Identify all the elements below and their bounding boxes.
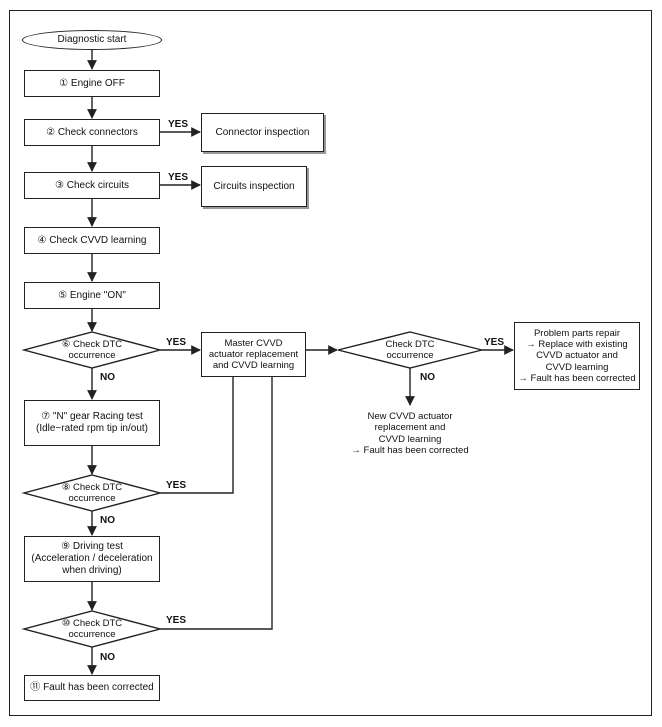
diagnostic-start-node: Diagnostic start [22, 30, 162, 50]
no-label-dtc-right: NO [420, 372, 435, 383]
yes-label-circuits: YES [168, 172, 189, 183]
connector-inspection-box: Connector inspection [201, 113, 324, 152]
check-connectors-step: ② Check connectors [24, 119, 160, 146]
new-actuator-replacement-text: New CVVD actuator replacement and CVVD l… [351, 411, 469, 457]
yes-label-dtc6: YES [166, 337, 187, 348]
yes-label-dtc10: YES [166, 615, 187, 626]
master-cvvd-replacement-box: Master CVVD actuator replacement and CVV… [201, 332, 306, 377]
no-label-dtc10: NO [100, 652, 115, 663]
problem-parts-repair-box: Problem parts repair → Replace with exis… [514, 322, 640, 390]
no-label-dtc8: NO [100, 515, 115, 526]
engine-off-step: ① Engine OFF [24, 70, 160, 97]
check-cvvd-learning-step: ④ Check CVVD learning [24, 227, 160, 254]
driving-test-step: ⑨ Driving test (Acceleration / decelerat… [24, 536, 160, 582]
fault-corrected-step: ⑪ Fault has been corrected [24, 675, 160, 701]
yes-label-dtc-right: YES [484, 337, 505, 348]
engine-on-step: ⑤ Engine "ON" [24, 282, 160, 309]
yes-label-connectors: YES [168, 119, 189, 130]
circuits-inspection-box: Circuits inspection [201, 166, 307, 207]
dtc-right-label: Check DTC occurrence [385, 338, 435, 361]
check-circuits-step: ③ Check circuits [24, 172, 160, 199]
yes-label-dtc8: YES [166, 480, 187, 491]
dtc6-label: ⑥ Check DTC occurrence [61, 338, 123, 361]
dtc8-label: ⑧ Check DTC occurrence [61, 481, 123, 504]
no-label-dtc6: NO [100, 372, 115, 383]
diagram-frame [9, 10, 652, 716]
racing-test-step: ⑦ "N" gear Racing test (Idle~rated rpm t… [24, 400, 160, 446]
dtc10-label: ⑩ Check DTC occurrence [61, 617, 123, 640]
